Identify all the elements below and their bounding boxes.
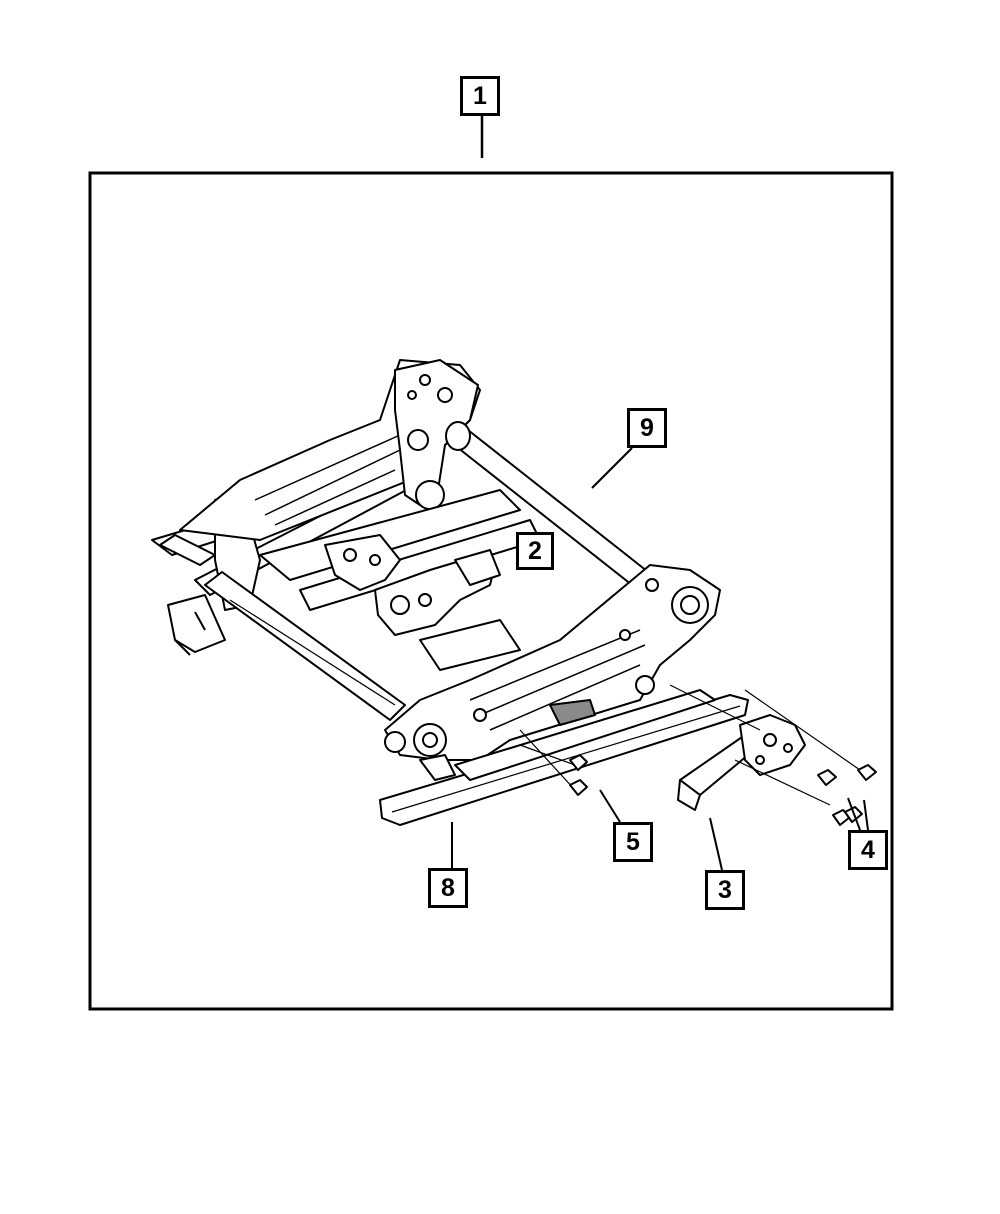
callout-3: 3 — [705, 870, 745, 910]
screws-right — [817, 764, 877, 826]
callout-9-label: 9 — [640, 413, 654, 442]
leader-3 — [709, 817, 723, 871]
callout-1-label: 1 — [473, 81, 487, 110]
screws-left — [569, 754, 588, 796]
callout-1: 1 — [460, 76, 500, 116]
right-side-rail — [384, 564, 721, 761]
callout-2: 2 — [516, 532, 554, 570]
callout-4: 4 — [848, 830, 888, 870]
callout-5-label: 5 — [626, 827, 640, 856]
callout-9: 9 — [627, 408, 667, 448]
leader-4a — [847, 797, 861, 831]
seat-frame-drawing — [151, 359, 877, 826]
left-small-bracket — [167, 594, 226, 653]
front-cross-tube — [204, 571, 406, 721]
callout-5: 5 — [613, 822, 653, 862]
callout-3-label: 3 — [718, 875, 732, 904]
leader-5 — [599, 789, 621, 823]
callout-8: 8 — [428, 868, 468, 908]
callout-8-label: 8 — [441, 873, 455, 902]
leader-9 — [591, 447, 633, 489]
callout-4-label: 4 — [861, 835, 875, 864]
center-rail — [259, 489, 521, 581]
diagram-frame — [88, 171, 894, 1011]
callout-2-label: 2 — [528, 536, 542, 565]
leader-4b — [863, 799, 869, 831]
bracket-assembly — [324, 534, 401, 591]
